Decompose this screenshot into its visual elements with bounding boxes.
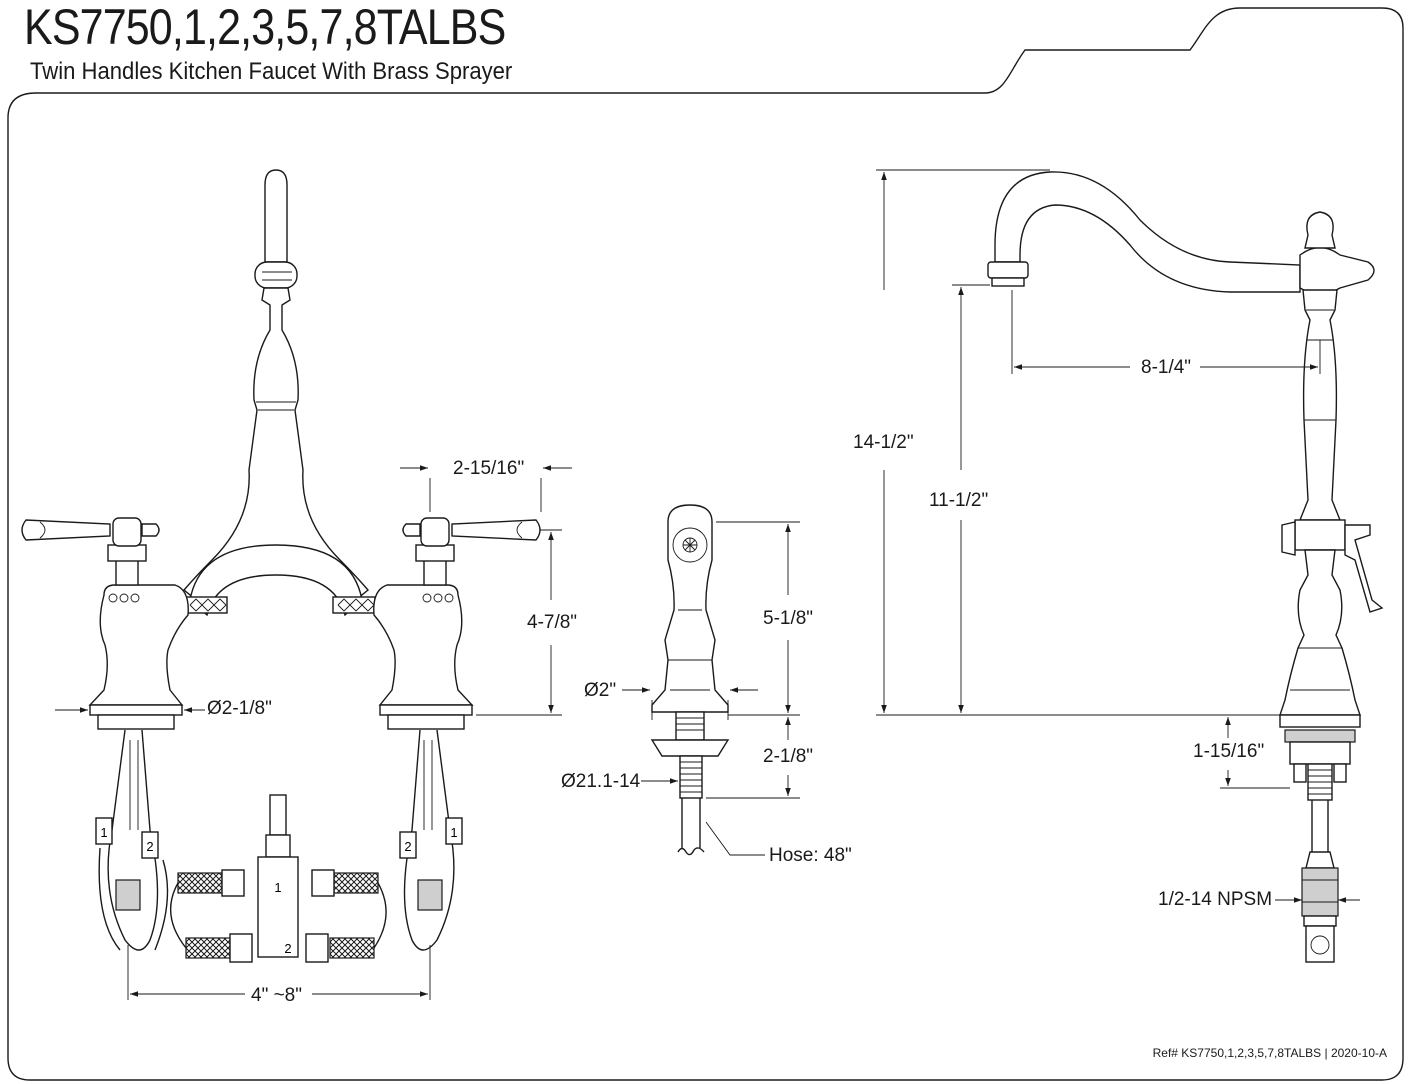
dim-spout-reach: 8-1/4" xyxy=(1140,357,1193,379)
tee-tag-2: 2 xyxy=(284,941,291,956)
front-view-faucet: 1 2 1 2 1 2 xyxy=(21,169,541,963)
sprayer-dimension-lines xyxy=(622,521,800,856)
front-dimension-lines xyxy=(55,465,572,1000)
tee-tag-1: 1 xyxy=(274,880,281,895)
dim-handle-offset: 2-15/16" xyxy=(452,458,526,480)
side-dimension-lines xyxy=(876,169,1360,903)
dim-sprayer-height: 5-1/8" xyxy=(762,608,815,630)
side-sprayer xyxy=(650,504,730,856)
dim-sprayer-thread: Ø21.1-14 xyxy=(560,771,642,793)
dim-deck-height: 4-7/8" xyxy=(526,612,579,634)
dim-center-spread: 4" ~8" xyxy=(250,985,303,1007)
side-view-faucet xyxy=(987,171,1384,963)
hose-tag-2-left: 2 xyxy=(146,839,153,854)
hose-tag-2-right: 2 xyxy=(404,839,411,854)
dim-supply-thread: 1/2-14 NPSM xyxy=(1157,889,1274,911)
dim-sprayer-diameter: Ø2" xyxy=(583,680,618,702)
reference-footer: Ref# KS7750,1,2,3,5,7,8TALBS | 2020-10-A xyxy=(1152,1046,1387,1060)
dim-mount-thickness: 1-15/16" xyxy=(1192,741,1266,763)
dim-hose-length: Hose: 48" xyxy=(768,845,853,867)
page-frame xyxy=(7,7,1404,1081)
dim-spout-height: 11-1/2" xyxy=(928,490,990,512)
dim-base-diameter: Ø2-1/8" xyxy=(206,698,273,720)
page-subtitle: Twin Handles Kitchen Faucet With Brass S… xyxy=(30,58,513,85)
hose-tag-1-left: 1 xyxy=(100,825,107,840)
dim-total-height: 14-1/2" xyxy=(852,432,915,454)
hose-tag-1-right: 1 xyxy=(450,825,457,840)
dim-sprayer-shank: 2-1/8" xyxy=(762,746,815,768)
page-title: KS7750,1,2,3,5,7,8TALBS xyxy=(24,0,506,55)
